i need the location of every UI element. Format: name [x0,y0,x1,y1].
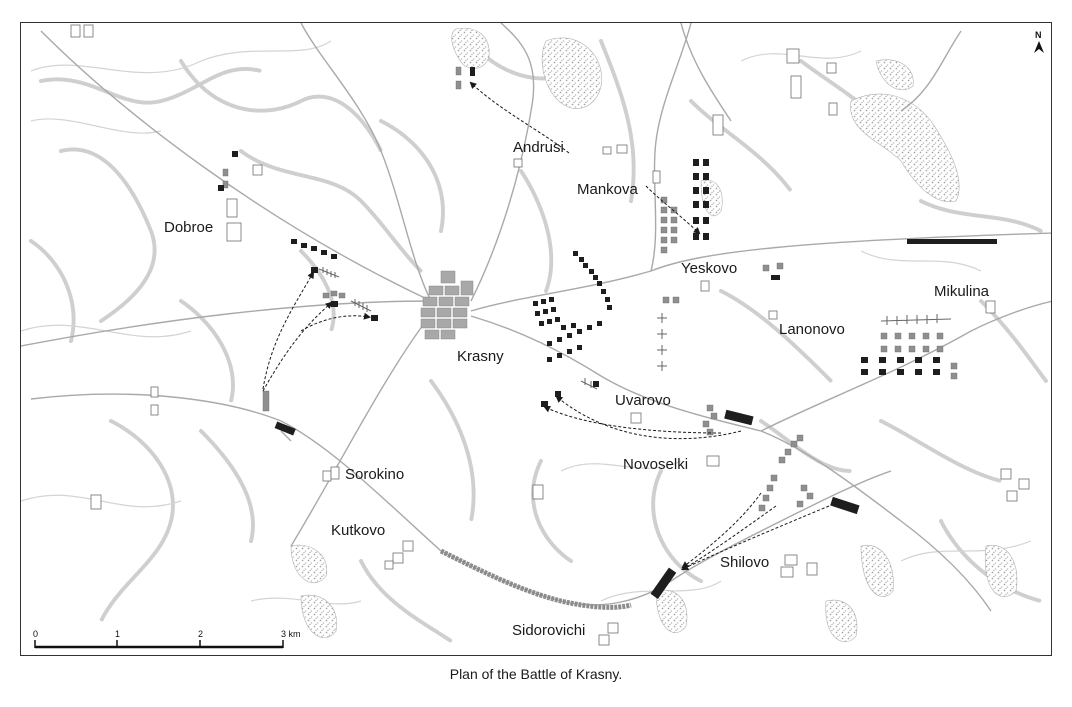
village-houses [70,24,1030,646]
label-mankova: Mankova [577,181,639,198]
label-kutkovo: Kutkovo [331,522,385,539]
label-uvarovo: Uvarovo [615,392,671,409]
scale-tick-3: 3 km [281,629,301,639]
battle-map: Andrusi Mankova Dobroe Yeskovo Mikulina … [21,23,1051,649]
label-krasny: Krasny [457,348,504,365]
scale-tick-2: 2 [198,629,203,639]
french-column-road [439,548,632,610]
label-shilovo: Shilovo [720,554,769,571]
map-caption: Plan of the Battle of Krasny. [449,666,623,682]
scale-tick-0: 0 [33,629,38,639]
russian-units [222,66,958,512]
place-labels: Andrusi Mankova Dobroe Yeskovo Mikulina … [164,139,990,639]
krasny-town [420,270,474,340]
north-label: N [1035,30,1042,40]
label-lanonovo: Lanonovo [779,321,845,338]
label-yeskovo: Yeskovo [681,260,737,277]
label-dobroe: Dobroe [164,219,213,236]
label-sidorovichi: Sidorovichi [512,622,585,639]
scale-bar: 0 1 2 3 km [33,629,301,649]
artillery-batteries [318,267,952,390]
map-frame: Andrusi Mankova Dobroe Yeskovo Mikulina … [20,22,1052,656]
movement-arrows [262,81,830,571]
label-andrusi: Andrusi [513,139,564,156]
label-novoselki: Novoselki [623,456,688,473]
north-arrow-icon: N [1034,30,1044,53]
roads [21,23,1051,612]
french-units [218,67,997,599]
scale-tick-1: 1 [115,629,120,639]
woods [290,27,1018,642]
label-mikulina: Mikulina [934,283,990,300]
label-sorokino: Sorokino [345,466,404,483]
